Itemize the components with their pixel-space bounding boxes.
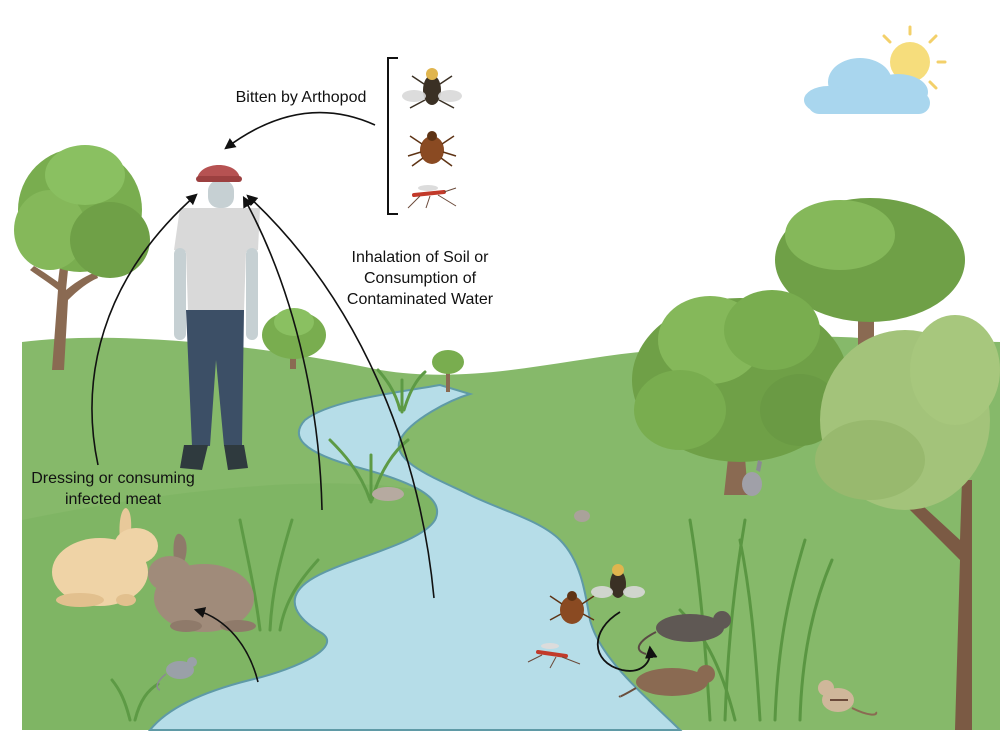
fly-icon	[591, 564, 645, 598]
mouse-icon	[156, 657, 197, 691]
tick-icon	[549, 591, 595, 624]
arthropod-bracket	[387, 57, 398, 215]
tree-icon	[432, 350, 464, 392]
label-dressing-line-1: Dressing or consuming	[31, 470, 195, 487]
grass-icon	[110, 368, 427, 722]
rat-icon	[618, 665, 715, 698]
tick-icon	[407, 131, 457, 167]
label-inhalation-line-2: Consumption of	[363, 270, 477, 287]
water-arrow-inner	[242, 196, 323, 511]
rock-icon	[372, 487, 404, 501]
label-inhalation-line-1: Inhalation of Soil or	[351, 249, 489, 266]
cycle-arrow-icon	[596, 611, 658, 672]
rabbit-icon	[742, 460, 762, 496]
label-bitten-line: Bitten by Arthopod	[235, 89, 367, 106]
mosquito-icon	[407, 185, 457, 209]
tree-icon	[815, 315, 1000, 730]
label-inhalation: Inhalation of Soil or Consumption of Con…	[330, 247, 510, 310]
tree-icon	[775, 198, 965, 350]
mosquito-icon	[527, 643, 581, 669]
rabbit-icon	[52, 508, 158, 607]
meat-arrow-left	[91, 193, 198, 466]
tree-icon	[632, 290, 848, 495]
meat-arrow-rabbit	[193, 607, 259, 683]
label-dressing-line-2: infected meat	[64, 491, 162, 508]
label-inhalation-line-3: Contaminated Water	[346, 291, 494, 308]
arthropod-arrow	[224, 111, 376, 150]
fly-icon	[402, 68, 462, 109]
water-arrow-outer	[246, 194, 435, 599]
chipmunk-icon	[818, 680, 878, 716]
label-dressing-meat: Dressing or consuming infected meat	[18, 468, 208, 510]
sun-icon	[882, 25, 947, 90]
person-icon	[174, 165, 260, 470]
label-bitten-by-arthropod: Bitten by Arthopod	[226, 87, 376, 108]
rat-icon	[637, 611, 731, 655]
tree-icon	[14, 145, 150, 370]
rock-icon	[574, 510, 590, 522]
cloud-icon	[804, 58, 930, 114]
